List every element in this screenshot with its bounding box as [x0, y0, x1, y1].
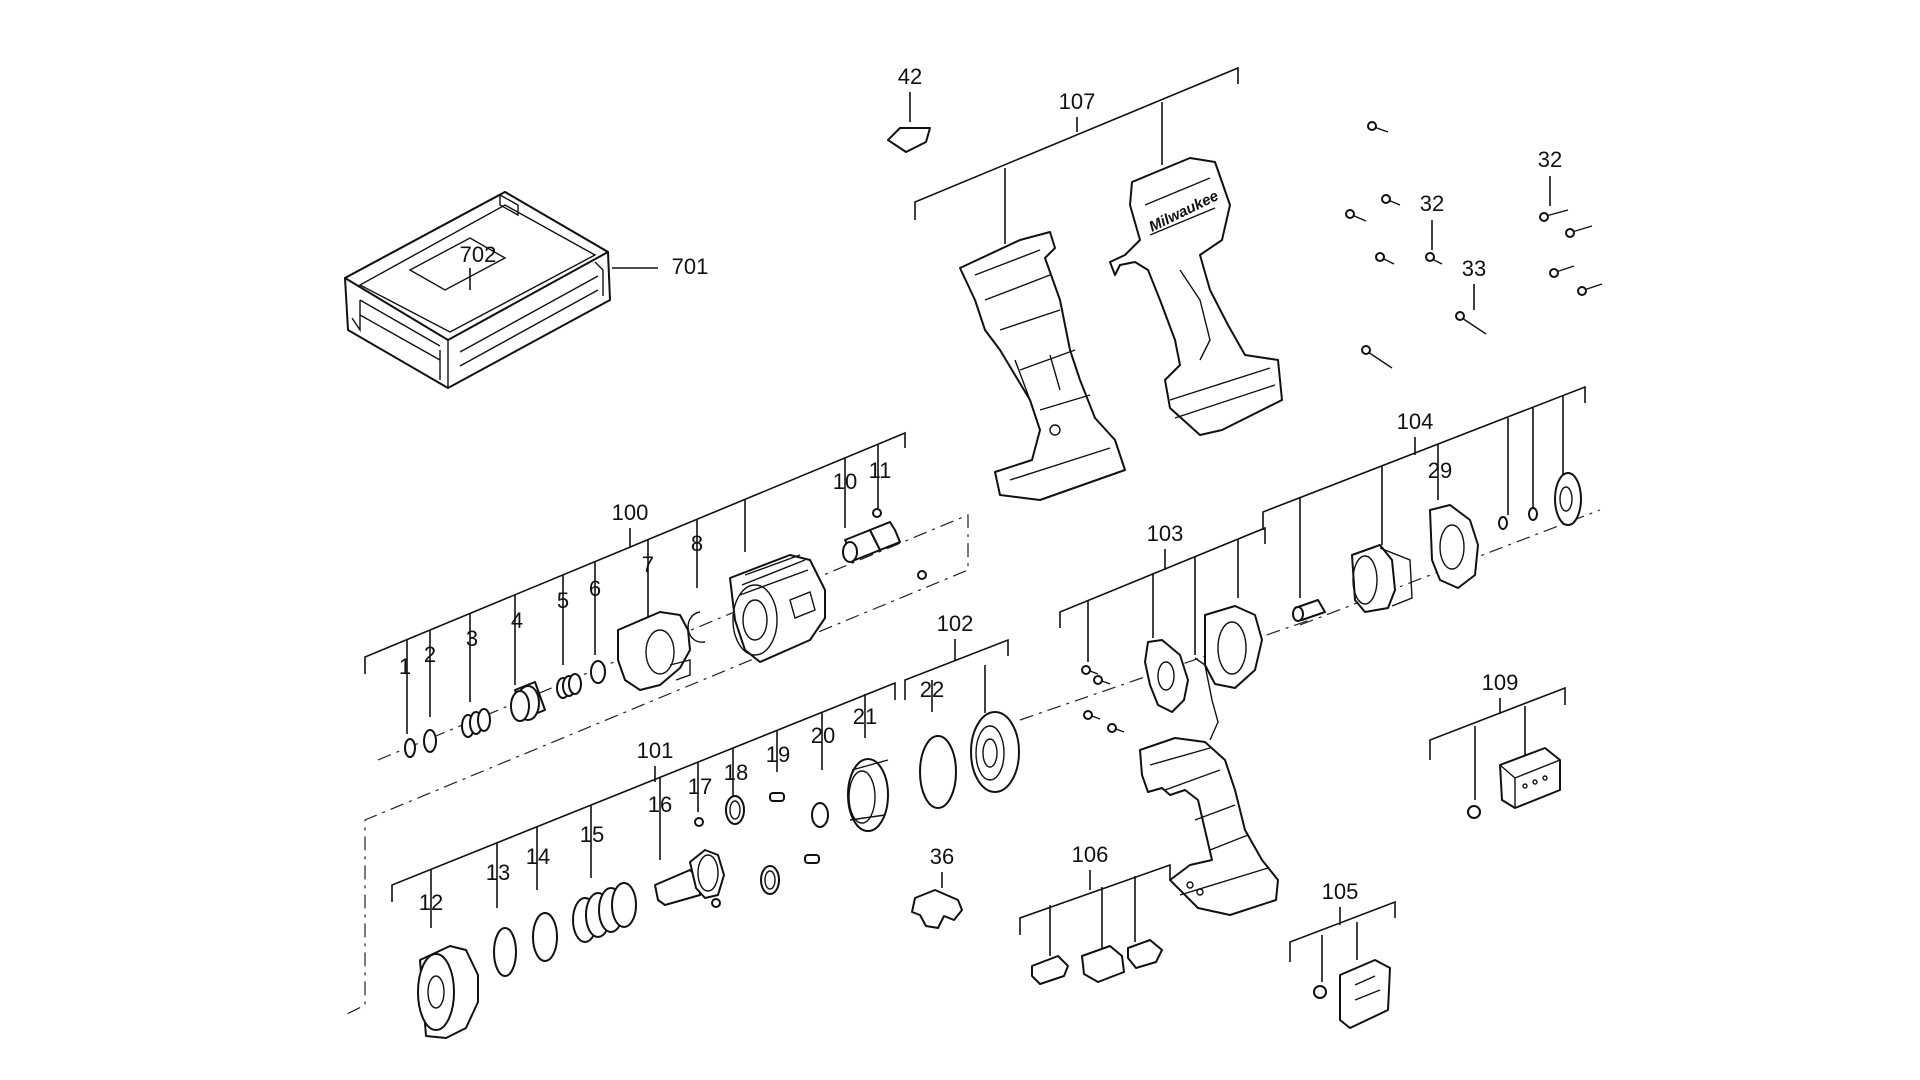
part-36-clip [911, 889, 963, 929]
part-105-label-plate [1339, 959, 1391, 1029]
label-15: 15 [580, 822, 604, 847]
part-103-stator [1204, 605, 1263, 689]
part-104-washer-a [1498, 516, 1508, 530]
part-3-spring [461, 708, 491, 738]
label-29: 29 [1428, 458, 1452, 483]
part-1-ring [404, 738, 416, 758]
part-5-spring [556, 673, 582, 699]
label-701: 701 [672, 254, 709, 279]
label-14: 14 [526, 844, 550, 869]
part-16-spindle [654, 849, 725, 906]
label-22: 22 [920, 677, 944, 702]
part-6-washer [590, 660, 606, 684]
part-bearing [970, 711, 1020, 793]
part-15-spring [572, 882, 637, 943]
part-13-ring [493, 927, 517, 977]
label-104: 104 [1397, 409, 1434, 434]
part-107-housing-right: Milwaukee [1109, 157, 1283, 436]
label-702: 702 [460, 242, 497, 267]
part-18-planet [725, 795, 745, 825]
label-32-b: 32 [1420, 191, 1444, 216]
part-106-switch-b [1081, 945, 1125, 983]
part-104-washer-b [1528, 507, 1538, 521]
label-100: 100 [612, 500, 649, 525]
part-11-ball [872, 508, 882, 518]
part-21-ring-gear [847, 758, 889, 832]
part-109-screw [1467, 805, 1481, 819]
label-19: 19 [766, 742, 790, 767]
part-103-plate [1144, 639, 1189, 713]
part-4-sleeve [510, 681, 546, 722]
label-102: 102 [937, 611, 974, 636]
part-17-ball [694, 817, 704, 827]
part-105-screw [1313, 985, 1327, 999]
label-33: 33 [1462, 256, 1486, 281]
label-8: 8 [691, 531, 703, 556]
screws-103 [1081, 665, 1125, 733]
part-104-rotor [1351, 544, 1413, 613]
screws-group [1345, 121, 1603, 369]
part-ball-b [917, 570, 927, 580]
label-105: 105 [1322, 879, 1359, 904]
label-5: 5 [557, 588, 569, 613]
label-6: 6 [589, 576, 601, 601]
label-42: 42 [898, 64, 922, 89]
part-20-washer [811, 802, 829, 828]
part-2-ring [423, 729, 437, 753]
label-36: 36 [930, 844, 954, 869]
part-29-endplate [1429, 504, 1479, 589]
part-106-switch-c [1127, 939, 1163, 969]
label-10: 10 [833, 469, 857, 494]
part-pin-b [804, 854, 820, 864]
label-16: 16 [648, 792, 672, 817]
part-42-plate [887, 127, 931, 153]
label-101: 101 [637, 738, 674, 763]
part-ball-c [711, 898, 721, 908]
carry-case-701 [344, 191, 611, 389]
label-12: 12 [419, 890, 443, 915]
part-8-clip [687, 611, 706, 643]
label-2: 2 [424, 642, 436, 667]
label-32-a: 32 [1538, 147, 1562, 172]
part-104-sleeve [1292, 599, 1326, 622]
label-3: 3 [466, 626, 478, 651]
label-1: 1 [399, 654, 411, 679]
part-104-fan [1554, 472, 1582, 526]
label-107: 107 [1059, 89, 1096, 114]
part-14-ring [532, 912, 558, 962]
label-103: 103 [1147, 521, 1184, 546]
part-19-pin [769, 792, 785, 802]
part-22-oring [919, 735, 957, 809]
label-20: 20 [811, 723, 835, 748]
part-handle-frame [1139, 737, 1279, 916]
label-4: 4 [511, 608, 523, 633]
part-10-anvil [842, 521, 901, 563]
label-7: 7 [642, 552, 654, 577]
label-18: 18 [724, 760, 748, 785]
label-11: 11 [869, 458, 892, 483]
part-7-cover [617, 611, 691, 691]
part-12-hammer [417, 945, 479, 1039]
part-gear-housing [729, 554, 826, 663]
label-13: 13 [486, 860, 510, 885]
label-106: 106 [1072, 842, 1109, 867]
part-planet-b [760, 865, 780, 895]
part-103-wire [1194, 657, 1219, 741]
part-107-housing-left [959, 231, 1126, 501]
label-17: 17 [688, 774, 712, 799]
part-109-board [1499, 747, 1561, 809]
label-21: 21 [853, 704, 877, 729]
label-109: 109 [1482, 670, 1519, 695]
part-106-switch-a [1031, 955, 1069, 985]
